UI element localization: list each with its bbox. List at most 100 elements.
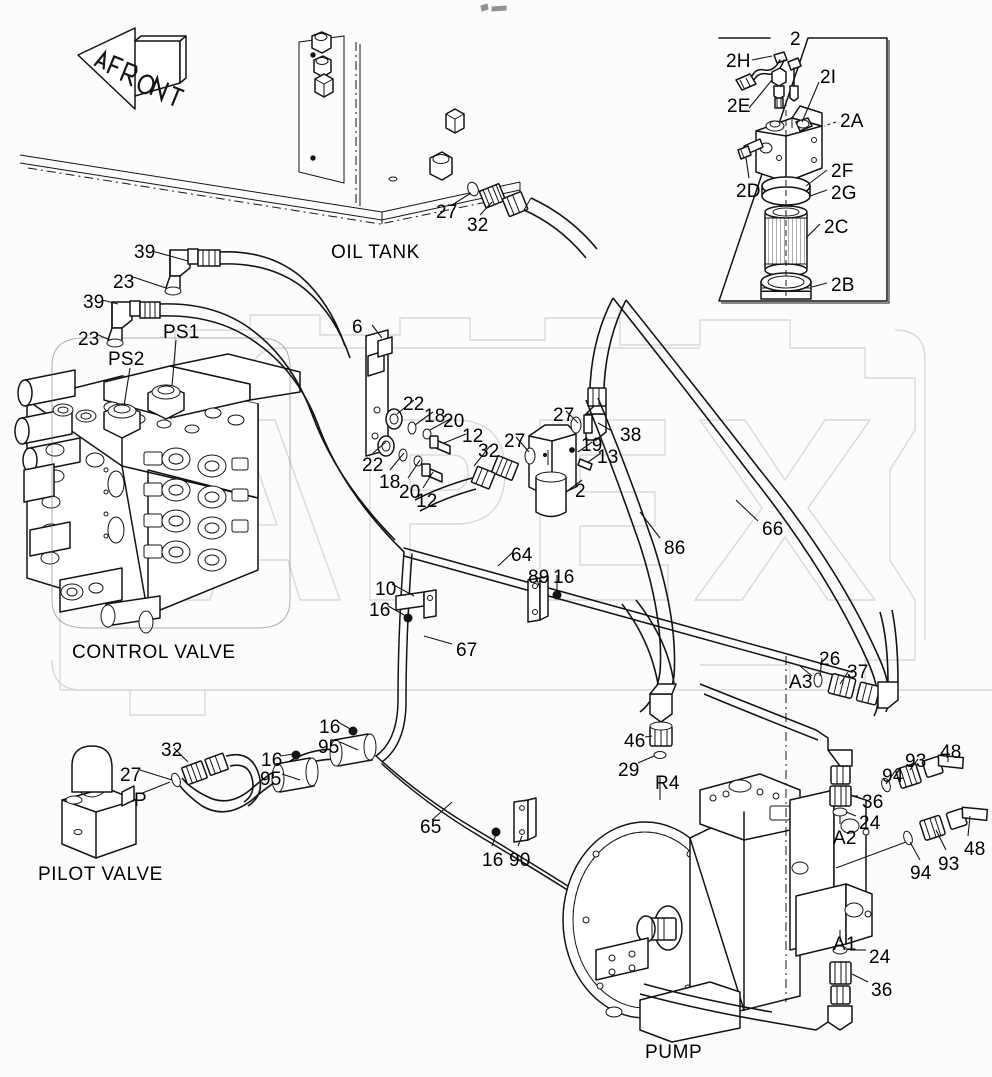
callout-12-a: 12 (462, 426, 484, 447)
callout-16-10: 16 (369, 600, 391, 621)
port-r4: R4 (655, 773, 680, 794)
inset-callout-2b: 2B (831, 275, 855, 296)
inset-callout-2f: 2F (831, 161, 854, 182)
pipe-65-95 (179, 726, 377, 813)
inset-part-2e (771, 67, 787, 109)
callout-26: 26 (819, 649, 841, 670)
inset-callout-2g: 2G (831, 183, 857, 204)
port-a2-stack (699, 683, 853, 824)
callout-90: 90 (509, 850, 531, 871)
pump-graphic (562, 656, 873, 1043)
callout-27-top: 27 (553, 405, 575, 426)
inset-part-2d (737, 138, 764, 160)
callout-67: 67 (456, 640, 478, 661)
callout-22-a: 22 (403, 394, 425, 415)
front-arrow-graphic (77, 27, 187, 110)
callout-13: 13 (597, 447, 619, 468)
section-label-pilot-valve: PILOT VALVE (38, 864, 163, 885)
clamp-90 (491, 797, 537, 843)
adapter-set-lower (835, 806, 989, 869)
inset-filter-assembly (718, 37, 890, 304)
callout-36-a1: 36 (871, 980, 893, 1001)
callout-48-dn: 48 (964, 839, 986, 860)
leader-lines (95, 192, 971, 983)
filter-block-2 (414, 297, 627, 518)
fitting-46 (649, 721, 673, 747)
callout-48-up: 48 (940, 742, 962, 763)
callout-36-a2: 36 (862, 792, 884, 813)
callout-20-b: 20 (399, 482, 421, 503)
hose-66 (612, 297, 890, 717)
callout-23-lower: 23 (78, 329, 100, 350)
callout-16-95b: 16 (261, 750, 283, 771)
inset-callout-2i: 2I (820, 67, 837, 88)
callout-94-dn: 94 (910, 863, 932, 884)
callout-86: 86 (664, 538, 686, 559)
section-label-control-valve: CONTROL VALVE (72, 642, 236, 663)
callout-24-a1: 24 (869, 947, 891, 968)
callout-29: 29 (618, 760, 640, 781)
inset-callout-2d: 2D (736, 181, 761, 202)
callout-93-dn: 93 (938, 854, 960, 875)
port-a2: A2 (833, 828, 857, 849)
port-a1-stack (639, 930, 853, 1031)
clamp-10 (395, 589, 437, 623)
inset-callout-2e: 2E (727, 96, 751, 117)
fitting-36-a1 (829, 961, 852, 985)
callout-16-89: 16 (553, 567, 575, 588)
callout-23-upper: 23 (113, 272, 135, 293)
callout-38: 38 (620, 425, 642, 446)
callout-32-pilot: 32 (161, 740, 183, 761)
port-boss-ps2 (103, 403, 141, 439)
callout-18-b: 18 (379, 472, 401, 493)
sleeve-95-upper (329, 726, 377, 767)
pump-shaft (636, 905, 683, 951)
callout-27-mid: 27 (504, 431, 526, 452)
callout-24-a2: 24 (859, 813, 881, 834)
pilot-valve-graphic (61, 745, 262, 859)
adapter-set-upper (881, 754, 965, 793)
callout-27-pilot: 27 (120, 765, 142, 786)
callout-20-a: 20 (443, 411, 465, 432)
pipe-65-long (375, 755, 597, 909)
oil-tank-loose-parts (311, 31, 465, 181)
inset-callout-2a: 2A (840, 111, 864, 132)
inset-title: 2 (790, 29, 801, 50)
callout-22-b: 22 (362, 455, 384, 476)
port-ps2: PS2 (108, 349, 145, 370)
callout-32-mid: 32 (478, 441, 500, 462)
callout-89: 89 (528, 567, 550, 588)
port-a3: A3 (789, 672, 813, 693)
callout-10: 10 (375, 579, 397, 600)
callout-94-up: 94 (882, 766, 904, 787)
callout-12-b: 12 (416, 491, 438, 512)
callout-19: 19 (581, 435, 603, 456)
section-label-pump: PUMP (645, 1042, 703, 1063)
callout-39-upper: 39 (134, 242, 156, 263)
inset-callout-2c: 2C (824, 217, 849, 238)
callout-6: 6 (352, 317, 363, 338)
callout-27-tank: 27 (436, 202, 458, 223)
sleeve-95-lower (271, 750, 319, 793)
callout-39-lower: 39 (83, 292, 105, 313)
callout-64: 64 (511, 545, 533, 566)
oil-tank-graphic (19, 31, 598, 259)
callout-66: 66 (762, 519, 784, 540)
small-parts-row-a (385, 408, 451, 455)
clamp-89 (527, 575, 562, 623)
callout-32-tank: 32 (467, 215, 489, 236)
callout-95-b: 95 (260, 769, 282, 790)
callout-18-a: 18 (424, 406, 446, 427)
control-valve-ports (23, 401, 249, 634)
port-ps1: PS1 (163, 322, 200, 343)
callout-16-95a: 16 (319, 717, 341, 738)
port-boss-ps1 (147, 384, 185, 420)
inset-part-2a (755, 105, 823, 183)
port-p: P (134, 790, 147, 811)
port-a3-stack (799, 609, 899, 709)
inset-callout-2h: 2H (726, 51, 751, 72)
callout-65: 65 (420, 817, 442, 838)
top-registration-mark (480, 3, 507, 12)
